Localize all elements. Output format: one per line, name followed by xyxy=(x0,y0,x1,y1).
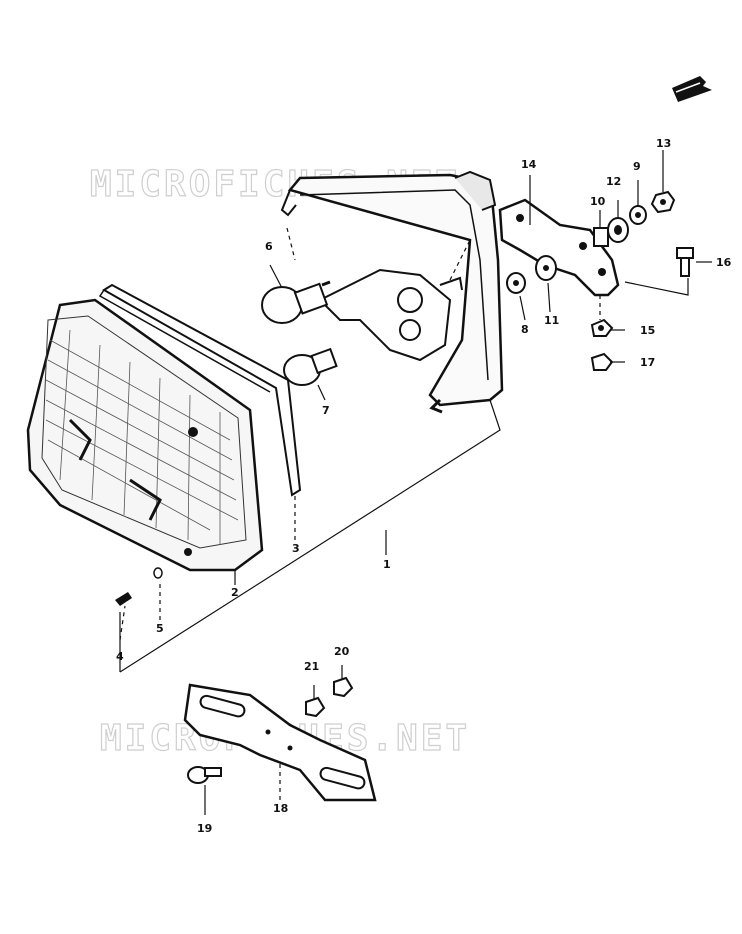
leader-lines xyxy=(119,150,712,815)
bolt-19 xyxy=(187,766,222,784)
callout-13: 13 xyxy=(656,137,671,150)
callout-6: 6 xyxy=(265,240,273,253)
bolt-16 xyxy=(676,247,694,277)
callout-7: 7 xyxy=(322,404,330,417)
callout-21: 21 xyxy=(304,660,319,673)
callout-1: 1 xyxy=(383,558,391,571)
bulb-7 xyxy=(283,347,338,386)
nut-20 xyxy=(333,676,354,698)
washer-5 xyxy=(153,567,163,579)
callout-2: 2 xyxy=(231,586,239,599)
callout-5: 5 xyxy=(156,622,164,635)
callout-14: 14 xyxy=(521,158,537,171)
nut-21 xyxy=(305,696,326,718)
callout-11: 11 xyxy=(544,314,559,327)
nut-15 xyxy=(590,318,614,337)
callout-17: 17 xyxy=(640,356,655,369)
license-plate-bracket xyxy=(183,683,377,802)
grommet-12 xyxy=(607,217,629,243)
direction-arrow-icon xyxy=(672,76,712,102)
screw-4 xyxy=(115,592,132,606)
washer-8 xyxy=(506,272,526,294)
bulb-6 xyxy=(261,280,331,324)
washer-9 xyxy=(629,205,647,225)
lamp-housing xyxy=(280,170,504,414)
washer-11 xyxy=(535,255,557,281)
callout-8: 8 xyxy=(521,323,529,336)
tail-lens xyxy=(26,298,264,572)
callout-4: 4 xyxy=(116,650,124,663)
callout-10: 10 xyxy=(590,195,606,208)
callout-16: 16 xyxy=(716,256,732,269)
callout-20: 20 xyxy=(334,645,350,658)
lens-gasket xyxy=(98,283,302,497)
callout-18: 18 xyxy=(273,802,288,815)
callout-15: 15 xyxy=(640,324,655,337)
nut-17 xyxy=(590,352,614,371)
callout-19: 19 xyxy=(197,822,212,835)
nut-13 xyxy=(650,190,676,214)
callout-9: 9 xyxy=(633,160,641,173)
collar-10 xyxy=(593,227,609,247)
callout-3: 3 xyxy=(292,542,300,555)
callout-12: 12 xyxy=(606,175,621,188)
callout-labels: 1 2 3 4 5 6 7 8 9 10 11 12 13 14 15 16 1… xyxy=(116,137,732,835)
